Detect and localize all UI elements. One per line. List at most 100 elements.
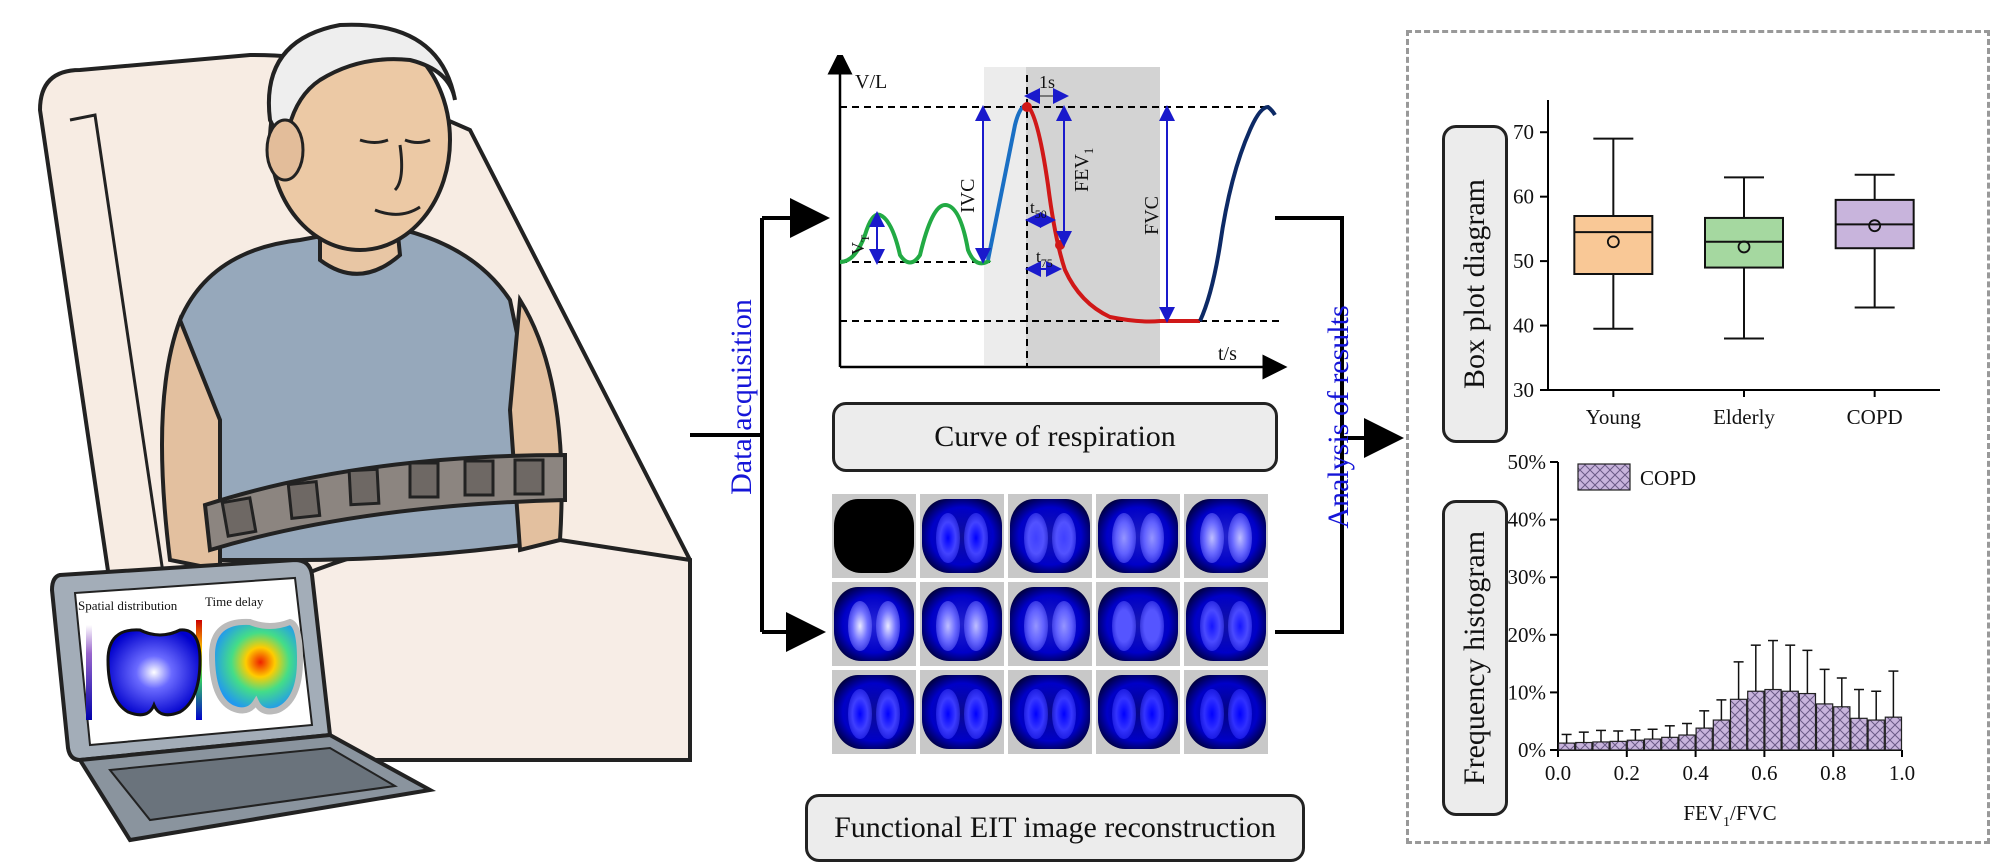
label-one-s: 1s: [1039, 72, 1055, 92]
hist-bar: [1833, 706, 1851, 751]
box-category-label: COPD: [1847, 405, 1903, 429]
eit-lobe-left: [1024, 601, 1048, 651]
split-line: [690, 218, 764, 632]
hist-bar: [1850, 717, 1868, 751]
eit-lobe-left: [1200, 601, 1224, 651]
eit-lung-image: [922, 499, 1002, 573]
box-mean: [1737, 240, 1751, 254]
eit-lobe-right: [1228, 601, 1252, 651]
eit-lobe-left: [936, 601, 960, 651]
eit-lung-image: [1186, 499, 1266, 573]
hist-y-tick-label: 50%: [1508, 450, 1547, 474]
merge-line: [1275, 216, 1344, 634]
eit-image-cell: [1096, 494, 1180, 578]
eit-image-cell: [1184, 670, 1268, 754]
eit-image-cell: [1184, 582, 1268, 666]
hist-bar: [1867, 719, 1885, 751]
eit-lung-image: [834, 499, 914, 573]
box-category-label: Elderly: [1713, 405, 1775, 429]
eit-lobe-right: [1140, 601, 1164, 651]
eit-lobe-right: [964, 689, 988, 739]
hist-x-tick-label: 0.2: [1614, 761, 1640, 785]
analysis-of-results-label: Analysis of results: [1322, 305, 1355, 529]
eit-lobe-right: [1228, 689, 1252, 739]
box-mean: [1606, 235, 1620, 249]
hist-bar: [1661, 736, 1679, 751]
box-iqr: [1573, 215, 1654, 275]
box-y-tick-label: 30: [1513, 378, 1534, 402]
eit-lobe-right: [1140, 689, 1164, 739]
laptop-lung-spatial: [106, 628, 202, 717]
laptop-time-label: Time delay: [205, 594, 264, 609]
hist-bar: [1712, 719, 1731, 751]
label-t50: t50: [1030, 198, 1047, 221]
hist-bar: [1557, 742, 1576, 751]
eit-image-cell: [1008, 494, 1092, 578]
label-ivc: IVC: [957, 179, 979, 213]
box-plot-panel-label: Box plot diagram: [1442, 125, 1508, 443]
histogram-panel-label: Frequency histogram: [1442, 500, 1508, 816]
eit-image-cell: [832, 582, 916, 666]
hist-bar: [1729, 698, 1748, 751]
box-y-tick-label: 60: [1513, 185, 1534, 209]
eit-row: [832, 582, 1272, 666]
hist-bar: [1764, 688, 1782, 751]
eit-lobe-left: [936, 513, 960, 563]
data-acquisition-label: Data acquisition: [725, 299, 758, 495]
eit-image-cell: [1184, 494, 1268, 578]
label-fev1: FEV1: [1071, 148, 1096, 192]
eit-lobe-left: [936, 689, 960, 739]
eit-image-cell: [1008, 670, 1092, 754]
eit-lung-image: [1098, 499, 1178, 573]
label-vt: VT: [848, 234, 872, 255]
hist-bar: [1575, 741, 1593, 751]
hist-y-tick-label: 40%: [1508, 508, 1547, 532]
eit-lung-image: [1010, 587, 1090, 661]
belt-electrodes: [220, 458, 545, 538]
hist-legend-swatch: [1577, 463, 1631, 491]
eit-lung-image: [834, 587, 914, 661]
eit-lobe-left: [1024, 689, 1048, 739]
eit-image-cell: [832, 670, 916, 754]
eit-lobe-left: [1024, 513, 1048, 563]
eit-lobe-right: [1052, 601, 1076, 651]
eit-lobe-right: [1228, 513, 1252, 563]
eit-lobe-right: [1140, 513, 1164, 563]
hist-bar: [1626, 739, 1645, 751]
curve-caption: Curve of respiration: [832, 402, 1278, 472]
hist-bar: [1609, 740, 1627, 751]
hist-y-tick-label: 20%: [1508, 623, 1547, 647]
eit-lung-image: [1186, 587, 1266, 661]
eit-lobe-left: [1112, 601, 1136, 651]
hist-x-tick-label: 0.8: [1820, 761, 1846, 785]
colorbar-spatial: [86, 625, 92, 720]
box-y-tick-label: 70: [1513, 120, 1534, 144]
eit-lobe-right: [964, 601, 988, 651]
box-y-tick-label: 40: [1513, 314, 1534, 338]
eit-lung-image: [1186, 675, 1266, 749]
eit-image-cell: [1096, 670, 1180, 754]
results-frame: [1406, 30, 1990, 844]
hist-x-tick-label: 1.0: [1889, 761, 1915, 785]
eit-lobe-right: [876, 601, 900, 651]
inspiration-curve: [986, 103, 1028, 261]
box-mean: [1868, 219, 1882, 233]
eit-image-cell: [920, 582, 1004, 666]
laptop-spatial-label: Spatial distribution: [78, 598, 178, 613]
eit-image-cell: [832, 494, 916, 578]
eit-lung-image: [1010, 675, 1090, 749]
label-t75: t75: [1036, 247, 1053, 270]
eit-lobe-left: [848, 689, 872, 739]
hist-bar: [1815, 703, 1834, 751]
patient-hair: [266, 22, 457, 158]
hist-bar: [1678, 734, 1696, 751]
eit-lung-image: [922, 675, 1002, 749]
eit-row: [832, 494, 1272, 578]
hist-bar: [1643, 738, 1662, 751]
hist-x-tick-label: 0.4: [1682, 761, 1709, 785]
eit-lobe-left: [1200, 689, 1224, 739]
histogram-panel-text: Frequency histogram: [1458, 530, 1491, 786]
